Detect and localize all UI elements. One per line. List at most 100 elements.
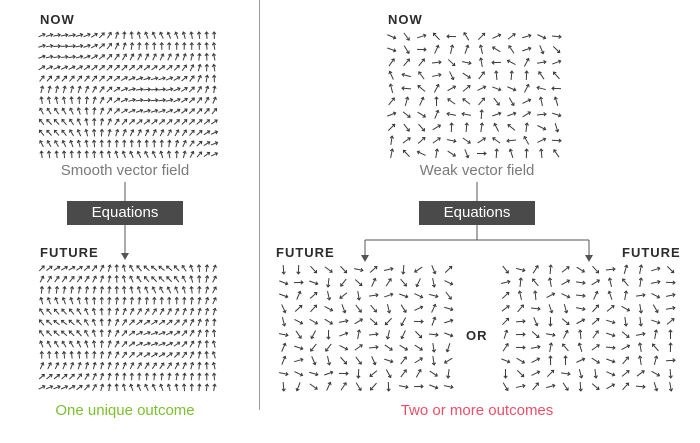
vector-arrow	[546, 383, 556, 389]
vector-arrow	[212, 318, 217, 327]
vector-arrow	[355, 356, 362, 365]
vector-arrow	[211, 119, 218, 125]
vector-arrow	[197, 372, 202, 381]
vector-arrow	[114, 329, 120, 337]
vector-arrow	[189, 41, 194, 50]
vector-arrow	[211, 52, 217, 61]
vector-arrow	[546, 292, 556, 299]
smooth-vector-field-future	[38, 263, 218, 393]
vector-arrow	[150, 108, 159, 113]
vector-arrow	[143, 108, 151, 113]
vector-arrow	[279, 293, 289, 299]
vector-arrow	[494, 70, 499, 81]
vector-arrow	[83, 265, 91, 272]
vector-arrow	[60, 44, 69, 49]
vector-arrow	[638, 303, 644, 314]
vector-arrow	[551, 86, 562, 91]
vector-arrow	[113, 76, 121, 82]
vector-arrow	[388, 58, 395, 67]
vector-arrow	[167, 53, 172, 61]
vector-arrow	[188, 86, 195, 93]
vector-arrow	[552, 71, 560, 80]
vector-arrow	[419, 96, 425, 106]
vector-arrow	[100, 361, 105, 370]
vector-arrow	[638, 264, 644, 275]
left-outcome: One unique outcome	[55, 402, 195, 419]
vector-arrow	[69, 139, 74, 148]
vector-arrow	[533, 317, 539, 327]
vector-arrow	[211, 42, 217, 50]
vector-arrow	[84, 285, 90, 294]
vector-arrow	[167, 129, 172, 137]
vector-arrow	[501, 305, 510, 312]
vector-arrow	[158, 319, 166, 326]
vector-arrow	[403, 45, 410, 55]
vector-arrow	[128, 319, 135, 326]
vector-arrow	[144, 286, 149, 294]
vector-arrow	[76, 75, 83, 82]
vector-arrow	[340, 265, 348, 274]
vector-arrow	[84, 139, 89, 148]
vector-arrow	[204, 264, 210, 272]
vector-arrow	[278, 332, 289, 338]
vector-arrow	[150, 76, 159, 81]
vector-arrow	[197, 285, 202, 294]
vector-arrow	[553, 149, 560, 158]
vector-arrow	[653, 382, 659, 392]
vector-arrow	[638, 277, 644, 288]
vector-arrow	[39, 275, 45, 283]
vector-arrow	[91, 139, 97, 148]
vector-arrow	[309, 383, 318, 390]
vector-arrow	[159, 129, 165, 137]
vector-arrow	[135, 76, 144, 81]
vector-arrow	[76, 384, 83, 391]
vector-arrow	[492, 111, 502, 117]
vector-arrow	[129, 150, 134, 158]
vector-arrow	[197, 74, 202, 83]
vector-arrow	[606, 383, 616, 390]
vector-arrow	[536, 59, 547, 65]
vector-arrow	[136, 119, 143, 125]
vector-arrow	[403, 58, 410, 67]
vector-arrow	[62, 285, 67, 294]
vector-arrow	[205, 285, 210, 294]
vector-arrow	[99, 117, 105, 126]
vector-arrow	[591, 344, 600, 351]
vector-arrow	[197, 274, 202, 283]
vector-arrow	[651, 266, 661, 272]
vector-arrow	[76, 107, 81, 115]
vector-arrow	[462, 85, 471, 92]
vector-arrow	[159, 286, 164, 294]
vector-arrow	[107, 372, 112, 381]
vector-arrow	[39, 329, 45, 337]
vector-arrow	[84, 296, 89, 305]
vector-arrow	[449, 71, 455, 81]
or-label: OR	[466, 328, 488, 343]
vector-arrow	[446, 111, 457, 117]
vector-arrow	[99, 128, 105, 137]
vector-arrow	[428, 332, 439, 337]
vector-arrow	[478, 57, 484, 68]
vector-arrow	[174, 286, 179, 294]
vector-arrow	[402, 111, 411, 118]
vector-arrow	[129, 307, 135, 316]
vector-arrow	[107, 139, 112, 148]
vector-arrow	[99, 296, 104, 305]
vector-arrow	[492, 137, 501, 144]
vector-arrow	[552, 46, 561, 54]
vector-arrow	[54, 362, 60, 370]
vector-arrow	[99, 150, 104, 159]
vector-arrow	[204, 31, 209, 39]
vector-arrow	[636, 370, 645, 377]
vector-arrow	[477, 32, 486, 41]
vector-arrow	[173, 97, 181, 103]
vector-arrow	[99, 307, 104, 316]
vector-arrow	[578, 369, 584, 379]
vector-arrow	[151, 276, 158, 283]
vector-arrow	[325, 343, 332, 352]
vector-arrow	[181, 75, 188, 82]
vector-arrow	[159, 308, 165, 316]
vector-arrow	[309, 371, 319, 377]
vector-arrow	[129, 296, 135, 305]
vector-arrow	[577, 342, 583, 352]
